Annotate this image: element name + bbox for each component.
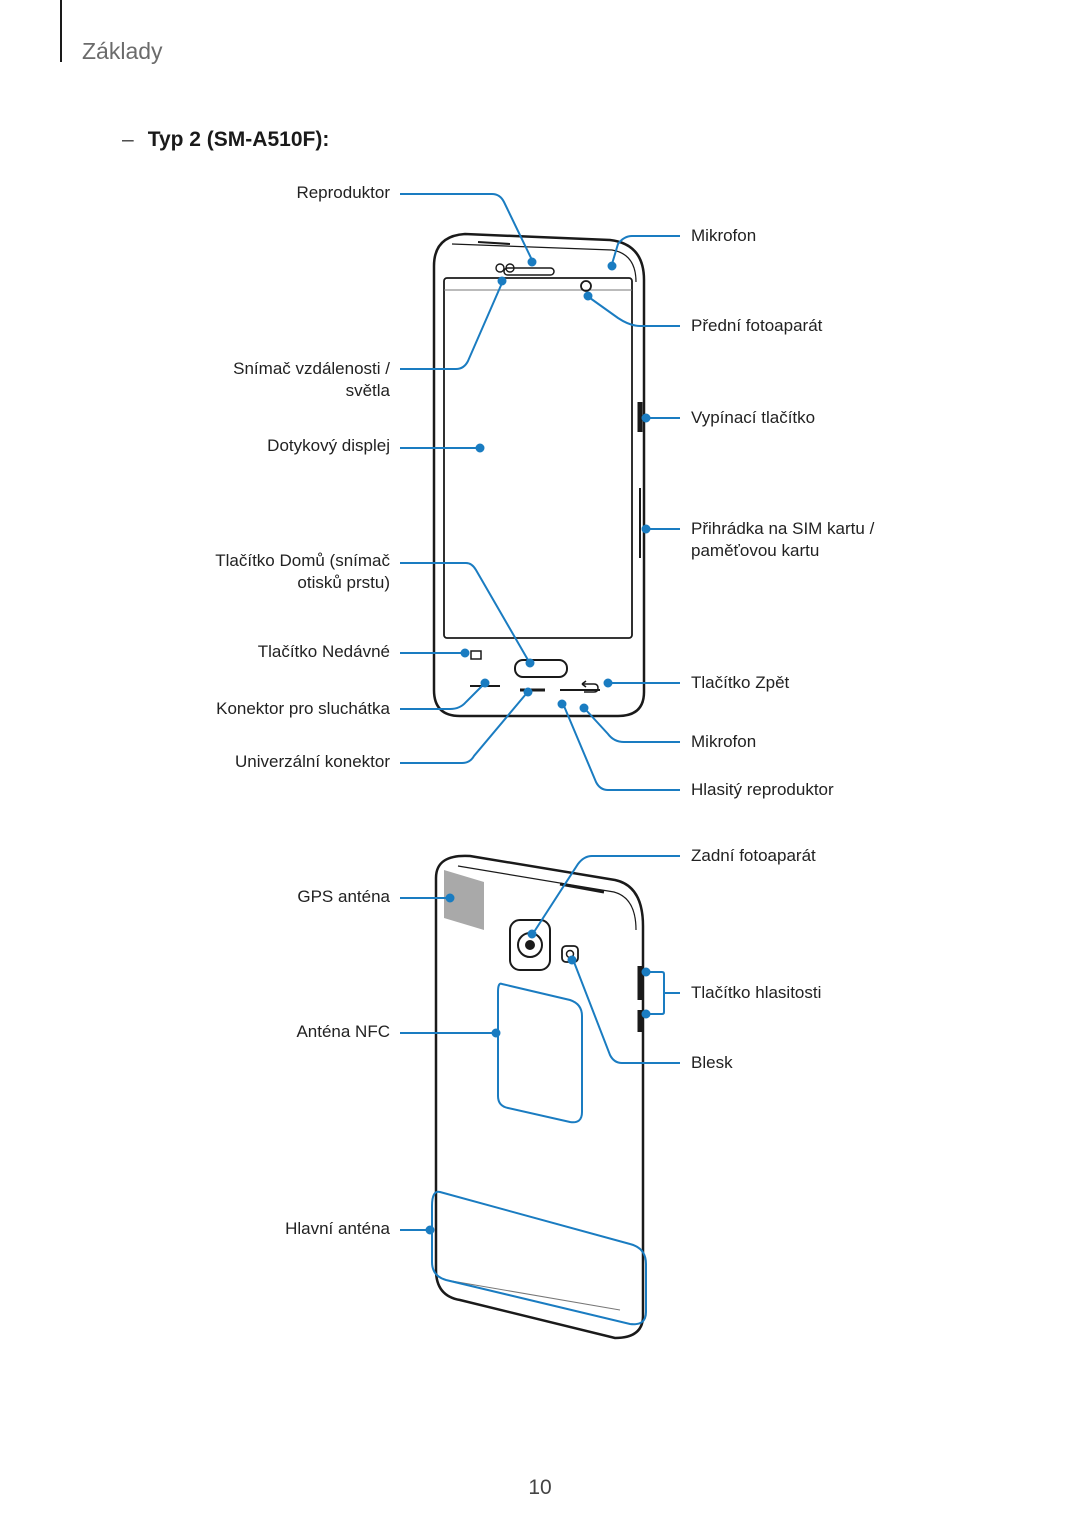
subtitle: –Typ 2 (SM-A510F): — [122, 128, 329, 152]
label-gps: GPS anténa — [297, 887, 390, 906]
nfc-antenna-outline — [497, 982, 583, 1124]
label-snimac-line1: Snímač vzdálenosti / — [233, 359, 390, 378]
page-number: 10 — [528, 1476, 552, 1499]
front-camera — [580, 280, 592, 292]
label-vypinaci: Vypínací tlačítko — [691, 408, 816, 427]
label-sim-line1: Přihrádka na SIM kartu / — [691, 519, 875, 538]
back-key-icon — [582, 683, 599, 693]
main-antenna-outline — [431, 1190, 647, 1326]
label-snimac: Snímač vzdálenosti / světla — [233, 358, 390, 402]
recents-icon — [470, 650, 482, 660]
label-snimac-line2: světla — [345, 381, 390, 400]
label-domu: Tlačítko Domů (snímač otisků prstu) — [215, 550, 390, 594]
gps-antenna-area — [444, 870, 484, 930]
label-nedavne: Tlačítko Nedávné — [257, 642, 390, 661]
label-domu-line2: otisků prstu) — [297, 573, 390, 592]
label-sim: Přihrádka na SIM kartu / paměťovou kartu — [691, 518, 874, 562]
label-univerzalni: Univerzální konektor — [235, 752, 390, 771]
home-button-shape — [514, 659, 568, 678]
label-hlasity: Hlasitý reproduktor — [691, 780, 834, 799]
label-mikrofon-bottom: Mikrofon — [691, 732, 757, 751]
label-domu-line1: Tlačítko Domů (snímač — [215, 551, 390, 570]
label-predni-fotoaparat: Přední fotoaparát — [691, 316, 823, 335]
label-hlasitost: Tlačítko hlasitosti — [691, 983, 822, 1002]
label-nfc: Anténa NFC — [296, 1022, 390, 1041]
earpiece-grille — [503, 267, 555, 276]
label-zadni-fotoaparat: Zadní fotoaparát — [691, 846, 816, 865]
label-dotykovy: Dotykový displej — [267, 436, 390, 455]
rear-camera-housing — [509, 919, 551, 971]
label-mikrofon-top: Mikrofon — [691, 226, 757, 245]
label-sim-line2: paměťovou kartu — [691, 541, 820, 560]
label-blesk: Blesk — [691, 1053, 733, 1072]
subtitle-text: Typ 2 (SM-A510F): — [147, 128, 330, 151]
label-konektor-sluchatka: Konektor pro sluchátka — [216, 699, 390, 718]
section-title: Základy — [82, 38, 163, 64]
callout-lines — [400, 193, 680, 1326]
label-hlavni-antena: Hlavní anténa — [285, 1219, 390, 1238]
front-phone — [432, 232, 646, 718]
label-zpet: Tlačítko Zpět — [691, 673, 790, 692]
section-rule — [60, 0, 62, 62]
label-reproduktor: Reproduktor — [296, 183, 390, 202]
back-phone — [434, 854, 645, 1340]
subtitle-dash: – — [122, 128, 134, 151]
